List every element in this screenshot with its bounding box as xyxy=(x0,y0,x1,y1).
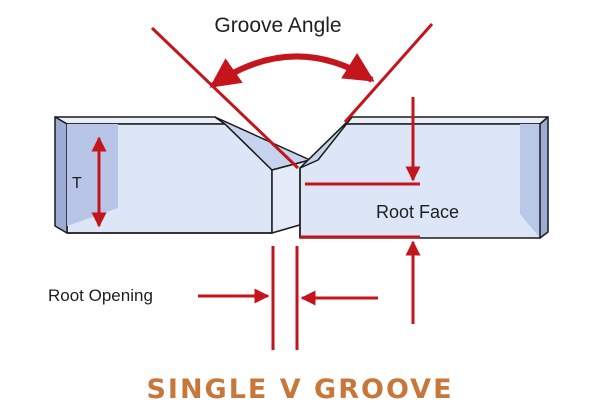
groove-angle-left-line xyxy=(150,26,300,170)
thickness-annotation: T xyxy=(72,136,107,228)
groove-angle-annotation: Groove Angle xyxy=(150,14,434,170)
right-plate-end-face xyxy=(520,124,540,238)
right-plate-end-edge xyxy=(539,116,549,239)
right-plate-top-face xyxy=(344,116,549,125)
left-plate-end-face xyxy=(54,116,68,234)
diagram-caption: SINGLE V GROOVE xyxy=(146,374,453,405)
root-face-annotation: Root Face xyxy=(300,97,459,324)
root-opening-annotation: Root Opening xyxy=(48,246,378,350)
right-plate-bevel-face xyxy=(299,116,353,169)
left-plate-top-face xyxy=(54,116,226,125)
root-face-label: Root Face xyxy=(376,202,459,222)
groove-angle-label: Groove Angle xyxy=(214,14,341,37)
thickness-label: T xyxy=(72,175,82,192)
groove-angle-arc-arrow xyxy=(209,52,375,89)
root-opening-label: Root Opening xyxy=(48,286,153,305)
groove-angle-right-line xyxy=(343,23,434,123)
left-plate xyxy=(54,116,311,234)
